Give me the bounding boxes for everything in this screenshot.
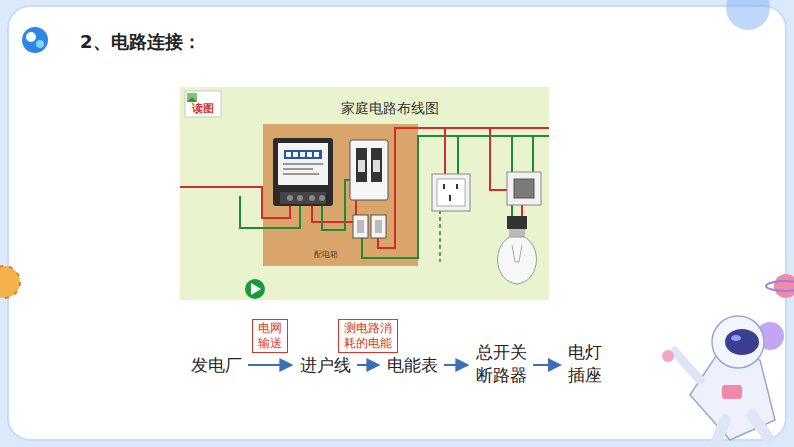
step-text: 发电厂 [188, 354, 244, 377]
planet-band [0, 266, 20, 298]
neutral-wire [240, 196, 300, 228]
flow-arrow [357, 364, 379, 366]
logo [22, 27, 48, 53]
flow-step: 电灯 插座 [565, 341, 604, 387]
live-main [378, 128, 549, 248]
planet [726, 0, 770, 30]
arrow-note-box: 测电路消 耗的电能 [338, 319, 398, 353]
step-text: 电能表 [384, 354, 440, 377]
flow-step: 进户线 [297, 354, 353, 377]
planet [0, 266, 20, 298]
planet-ring [766, 281, 794, 291]
light-switch [507, 172, 541, 205]
electric-meter [273, 138, 333, 206]
play-button [245, 279, 265, 299]
flow-step: 电能表 [384, 354, 440, 377]
flow-arrow [533, 364, 560, 366]
slide-panel [8, 6, 786, 440]
flow-arrow [248, 364, 292, 366]
breakers [353, 215, 386, 238]
diagram-label: 配电箱 [314, 249, 338, 260]
planet [774, 274, 794, 298]
light-bulb [498, 216, 537, 284]
socket-neutral [457, 136, 459, 176]
socket-live [444, 128, 446, 176]
read-icon [185, 91, 221, 117]
astronaut [662, 316, 775, 445]
wall-socket [432, 174, 470, 211]
diagram-panel [180, 87, 549, 300]
diagram-label: 读图 [192, 101, 214, 116]
arrow-note: 测电路消 耗的电能 [342, 321, 394, 351]
flow-step: 总开关 断路器 [473, 341, 529, 387]
step-text: 电灯 插座 [565, 341, 604, 387]
lamp-live [490, 128, 507, 190]
flow-arrow [444, 364, 468, 366]
earth-wire [439, 210, 441, 262]
lamp-neutral [532, 136, 534, 172]
step-text: 总开关 断路器 [473, 341, 529, 387]
main-switch [350, 140, 388, 200]
diagram-label: 家庭电路布线图 [341, 100, 439, 118]
flow-step: 发电厂 [188, 354, 244, 377]
arrow-note-box: 电网 输送 [252, 319, 288, 353]
step-text: 进户线 [297, 354, 353, 377]
slide-title: 2、电路连接： [80, 30, 201, 54]
arrow-note: 电网 输送 [256, 321, 284, 351]
